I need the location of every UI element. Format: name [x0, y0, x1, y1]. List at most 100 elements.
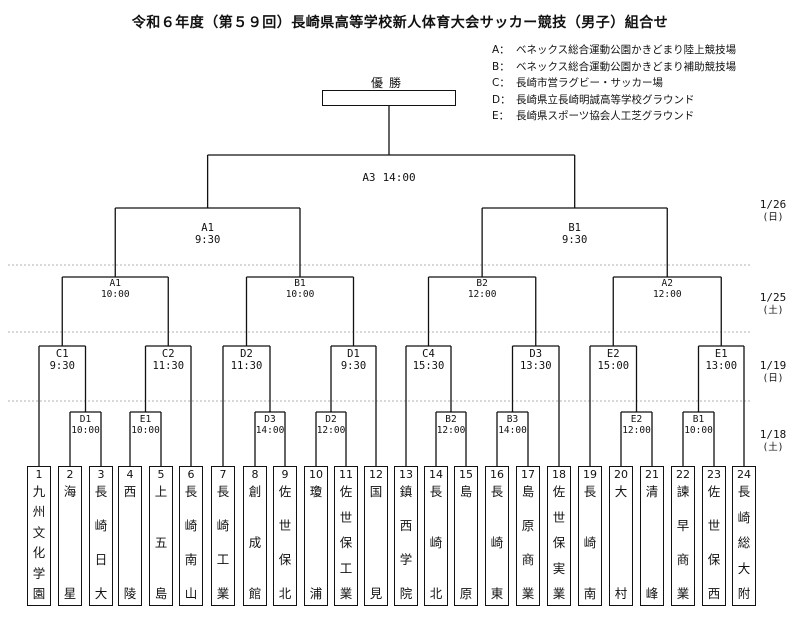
- team-name-char: 実: [552, 560, 566, 576]
- team-name-char: 南: [184, 552, 198, 567]
- venue-name: 長崎市営ラグビー・サッカー場: [516, 77, 663, 89]
- team-name-char: 業: [521, 586, 535, 601]
- team-name-char: 学: [32, 565, 46, 581]
- team-name-char: 五: [154, 535, 168, 550]
- team-name: 大村: [615, 485, 628, 605]
- team-name-char: 浦: [309, 586, 323, 601]
- team-name-char: 佐: [339, 484, 353, 499]
- venue-name: 長崎県スポーツ協会人工芝グラウンド: [516, 110, 695, 122]
- venue-name: ベネックス総合運動公園かきどまり補助競技場: [516, 60, 737, 73]
- team-name-char: 長: [94, 484, 108, 499]
- match-time: 9:30: [562, 234, 588, 247]
- match-code: D3: [264, 414, 276, 425]
- team-name-char: 長: [429, 484, 443, 499]
- match-code: D2: [325, 414, 337, 425]
- team-name: 佐世保工業: [340, 485, 353, 605]
- team-number: 23: [707, 468, 721, 481]
- venue-name: ベネックス総合運動公園かきどまり陸上競技場: [516, 44, 737, 56]
- team-name-char: 星: [63, 586, 77, 601]
- venue-c: C： 長崎市営ラグビー・サッカー場: [492, 75, 736, 92]
- team-name: 海星: [64, 485, 77, 605]
- match-time: 12:00: [652, 288, 682, 300]
- team-box: 17 島原商業: [516, 466, 540, 606]
- match-code: D1: [347, 348, 360, 360]
- team-name-char: 清: [645, 484, 659, 499]
- team-number: 9: [281, 468, 289, 481]
- venue-b: B：ベネックス総合運動公園かきどまり補助競技場: [492, 59, 736, 76]
- team-name-char: 鎮: [399, 484, 413, 499]
- venue-key: C：: [492, 77, 510, 89]
- team-name-char: 大: [614, 484, 628, 499]
- match-time: 11:30: [230, 360, 263, 373]
- team-name-char: 島: [459, 484, 473, 499]
- team-number: 6: [187, 468, 195, 481]
- team-name-char: 附: [737, 586, 751, 601]
- team-name: 西陵: [124, 485, 137, 605]
- winner-box: [322, 90, 456, 106]
- team-name: 鎮西学院: [400, 485, 413, 605]
- match-time: 15:30: [412, 360, 445, 373]
- team-box: 11 佐世保工業: [334, 466, 358, 606]
- team-name-char: 崎: [184, 518, 198, 533]
- team-name-char: 保: [707, 552, 721, 567]
- venue-key: D：: [492, 93, 511, 106]
- match-code: A2: [661, 278, 673, 289]
- match-code: D3: [529, 348, 543, 360]
- team-name-char: 文: [32, 524, 46, 540]
- team-name-char: 世: [339, 509, 353, 525]
- team-number: 11: [339, 468, 353, 481]
- venue-e: E：長崎県スポーツ協会人工芝グラウンド: [492, 108, 736, 125]
- team-name-char: 商: [521, 552, 535, 567]
- team-number: 16: [490, 468, 504, 481]
- match-time: 13:30: [519, 360, 552, 373]
- team-name: 創成館: [249, 485, 262, 605]
- match-time: 14:00: [382, 171, 416, 184]
- team-name: 上五島: [155, 485, 168, 605]
- weekday-text: (日): [762, 372, 784, 384]
- team-name-char: 崎: [490, 535, 504, 550]
- team-name: 国見: [370, 485, 383, 605]
- team-box: 8 創成館: [243, 466, 267, 606]
- team-name: 佐世保西: [708, 485, 721, 605]
- team-name-char: 保: [552, 535, 566, 550]
- team-number: 8: [251, 468, 259, 481]
- match-code: C2: [161, 348, 175, 360]
- match-time: 11:30: [152, 360, 185, 373]
- team-number: 3: [97, 468, 105, 481]
- team-box: 23 佐世保西: [702, 466, 726, 606]
- team-name-char: 島: [521, 484, 535, 499]
- match-code: B1: [568, 222, 582, 234]
- team-number: 17: [521, 468, 535, 481]
- team-number: 15: [459, 468, 473, 481]
- team-name-char: 長: [737, 484, 751, 499]
- team-name-char: 長: [490, 484, 504, 499]
- team-number: 13: [399, 468, 413, 481]
- team-name-char: 崎: [429, 535, 443, 550]
- match-code: B3: [506, 414, 519, 425]
- team-name-char: 長: [184, 484, 198, 499]
- team-name-char: 院: [399, 586, 413, 601]
- team-name-char: 崎: [94, 518, 108, 533]
- team-name-char: 原: [521, 518, 535, 533]
- team-number: 14: [429, 468, 443, 481]
- team-name-char: 業: [552, 586, 566, 601]
- team-name: 島原商業: [522, 485, 535, 605]
- match-time: 14:00: [498, 424, 527, 436]
- match-time: 13:00: [705, 360, 738, 373]
- team-name-char: 化: [32, 545, 46, 561]
